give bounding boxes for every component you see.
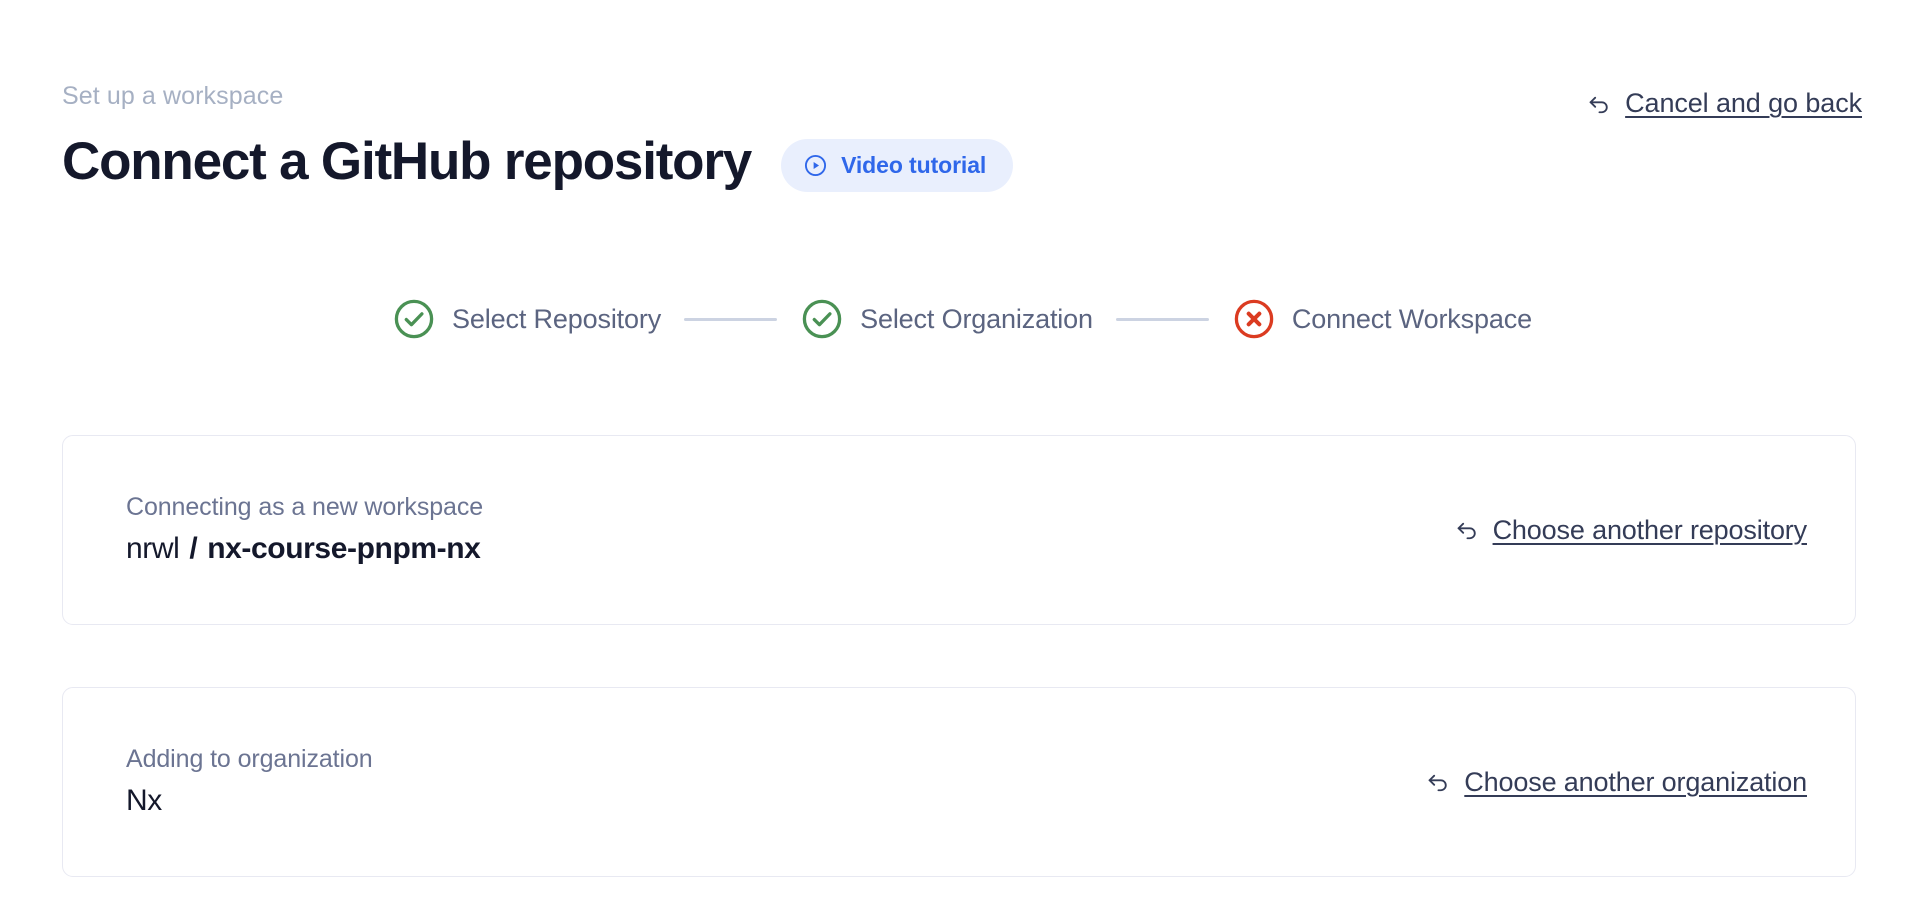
page-title: Connect a GitHub repository [62, 131, 752, 191]
step-connector-1 [684, 317, 778, 321]
choose-another-organization-link[interactable]: Choose another organization [1425, 767, 1807, 798]
choose-another-repository-link[interactable]: Choose another repository [1454, 515, 1807, 546]
organization-card-caption: Adding to organization [126, 744, 373, 773]
step-connector-2 [1115, 317, 1209, 321]
arrow-uturn-left-icon [1454, 517, 1480, 543]
cancel-and-go-back-link[interactable]: Cancel and go back [1586, 88, 1862, 119]
organization-card-text: Adding to organization Nx [126, 744, 373, 819]
step-select-organization[interactable]: Select Organization [800, 297, 1093, 341]
organization-card: Adding to organization Nx Choose another… [62, 687, 1856, 877]
cancel-and-go-back-label: Cancel and go back [1625, 88, 1862, 118]
repository-card: Connecting as a new workspace nrwl / nx-… [62, 435, 1856, 625]
video-tutorial-button[interactable]: Video tutorial [781, 139, 1014, 192]
check-circle-icon [800, 297, 844, 341]
repository-name: nx-course-pnpm-nx [207, 532, 481, 565]
repository-owner: nrwl [126, 532, 180, 565]
step-select-repository[interactable]: Select Repository [392, 297, 661, 341]
repository-card-text: Connecting as a new workspace nrwl / nx-… [126, 492, 484, 567]
arrow-uturn-left-icon [1586, 91, 1612, 117]
repository-card-inner: Connecting as a new workspace nrwl / nx-… [63, 436, 1855, 624]
choose-another-organization-label: Choose another organization [1464, 766, 1807, 797]
play-circle-icon [803, 153, 828, 178]
step-label-select-repository: Select Repository [452, 303, 662, 334]
video-tutorial-label: Video tutorial [841, 152, 987, 178]
title-row: Connect a GitHub repository Video tutori… [62, 131, 1862, 192]
repository-card-value: nrwl / nx-course-pnpm-nx [126, 532, 483, 567]
step-connect-workspace[interactable]: Connect Workspace [1232, 297, 1532, 341]
organization-name: Nx [126, 784, 162, 817]
repository-card-caption: Connecting as a new workspace [126, 492, 484, 521]
choose-another-repository-label: Choose another repository [1492, 514, 1808, 545]
organization-card-value: Nx [126, 784, 373, 819]
organization-card-inner: Adding to organization Nx Choose another… [63, 688, 1855, 876]
breadcrumb: Set up a workspace [62, 82, 284, 110]
step-label-connect-workspace: Connect Workspace [1291, 303, 1532, 334]
repository-separator: / [189, 532, 198, 565]
x-circle-icon [1232, 297, 1276, 341]
check-circle-icon [392, 297, 436, 341]
progress-stepper: Select Repository Select Organization Co… [0, 297, 1924, 341]
step-label-select-organization: Select Organization [860, 303, 1093, 334]
arrow-uturn-left-icon [1425, 769, 1451, 795]
page-header: Set up a workspace Connect a GitHub repo… [62, 84, 1862, 214]
